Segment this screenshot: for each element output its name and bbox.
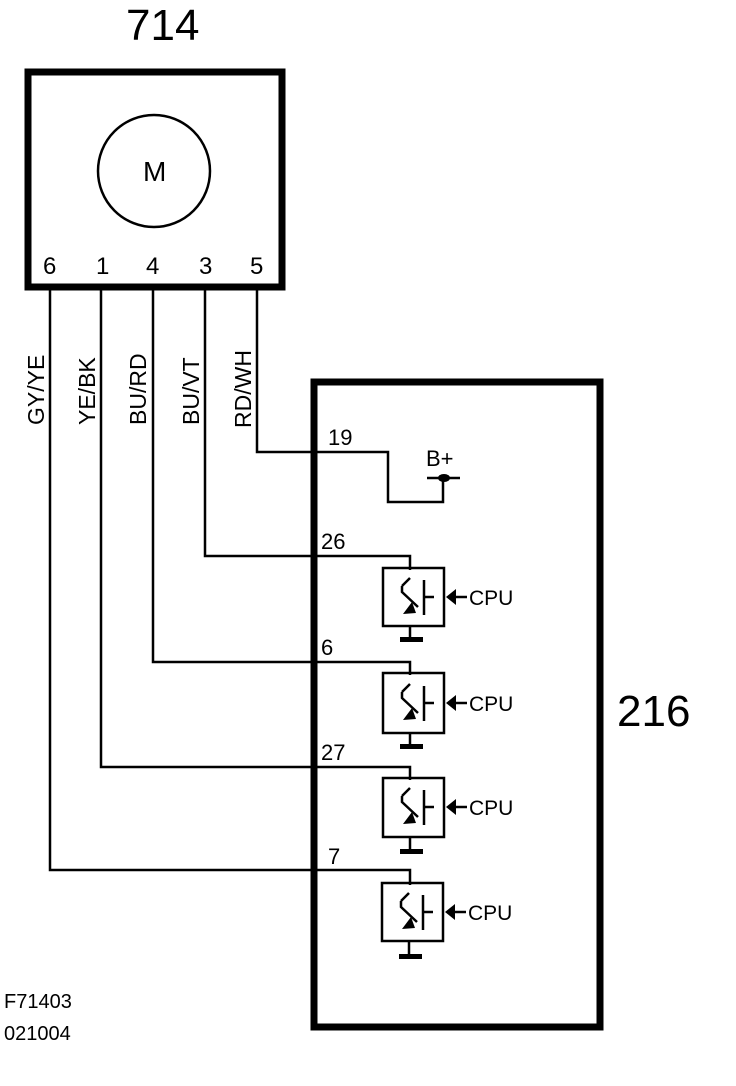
wire-rd-wh	[255, 290, 445, 504]
control-module-box	[310, 378, 604, 1031]
wire-color-label: YE/BK	[74, 357, 100, 425]
motor-pin-label: 6	[43, 253, 56, 280]
supply-node-dot	[438, 474, 450, 482]
motor-pin-label: 5	[250, 253, 263, 280]
ground-icon	[399, 954, 422, 959]
transistor-arrow	[403, 708, 416, 720]
motor-pin-label: 3	[199, 253, 212, 280]
transistor-symbol	[400, 683, 434, 721]
wire-color-label: RD/WH	[230, 350, 256, 428]
wire-color-label: BU/VT	[178, 357, 204, 425]
cpu-label: CPU	[469, 797, 513, 820]
driver-box	[381, 671, 446, 735]
ground-icon	[400, 744, 423, 749]
cpu-label: CPU	[468, 902, 512, 925]
transistor-symbol	[399, 892, 433, 930]
low-side-driver: 6 CPU	[321, 635, 513, 749]
low-side-driver: 26 CPU	[321, 529, 513, 642]
ecu-pin-label: 27	[321, 740, 345, 765]
transistor-arrow	[402, 917, 415, 929]
low-side-driver: 27 CPU	[321, 740, 513, 854]
wire-gy-ye	[48, 290, 412, 885]
wire-color-label: BU/RD	[125, 353, 151, 425]
arrow-left-icon	[446, 799, 456, 815]
cpu-label: CPU	[469, 693, 513, 716]
arrow-left-icon	[445, 904, 455, 920]
transistor-arrow	[403, 812, 416, 824]
wire-bu-rd	[151, 290, 412, 675]
wire-ye-bk	[99, 290, 412, 780]
motor-symbol-label: M	[143, 156, 166, 187]
motor-pin-label: 4	[146, 253, 159, 280]
motor-symbol-circle	[96, 113, 212, 229]
low-side-driver: 7 CPU	[328, 844, 512, 959]
driver-box	[381, 776, 446, 839]
supply-label: B+	[426, 446, 454, 471]
transistor-symbol	[400, 577, 434, 615]
date-code: 021004	[4, 1023, 71, 1045]
transistor-symbol	[400, 787, 434, 825]
motor-component-box	[24, 68, 286, 291]
wire-color-label: GY/YE	[23, 355, 49, 425]
figure-code: F71403	[4, 991, 72, 1013]
motor-pin-label: 1	[96, 253, 109, 280]
arrow-left-icon	[446, 589, 456, 605]
ecu-pin-label: 26	[321, 529, 345, 554]
driver-box	[381, 566, 446, 628]
driver-box	[380, 881, 445, 943]
wire-bu-vt	[203, 290, 412, 570]
ecu-pin-label: 19	[328, 425, 352, 450]
ecu-pin-label: 6	[321, 635, 333, 660]
ground-icon	[400, 849, 423, 854]
arrow-left-icon	[446, 695, 456, 711]
ecu-pin-label: 7	[328, 844, 340, 869]
transistor-arrow	[403, 602, 416, 614]
cpu-label: CPU	[469, 587, 513, 610]
motor-component-id: 714	[126, 1, 199, 50]
control-module-id: 216	[617, 687, 690, 736]
ground-icon	[400, 637, 423, 642]
